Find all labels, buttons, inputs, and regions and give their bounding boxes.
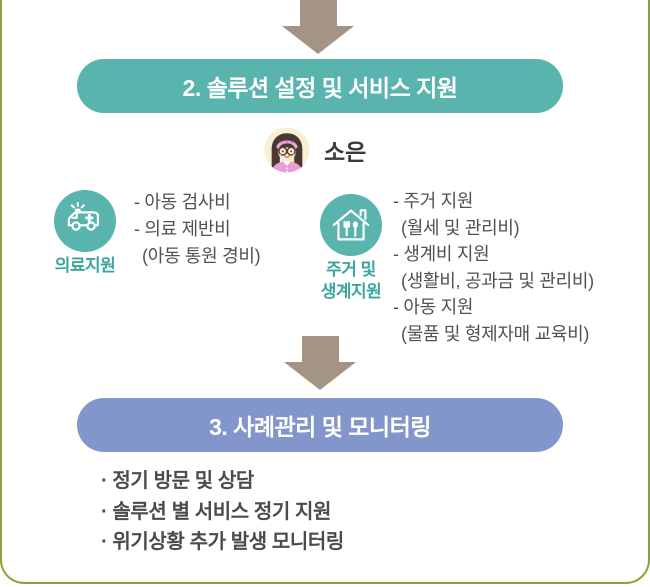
monitoring-bullet: · 솔루션 별 서비스 정기 지원 [101,500,332,523]
monitoring-bullet: · 정기 방문 및 상담 [101,470,254,492]
person-row: 소은 [264,127,366,173]
medical-support-items: - 아동 검사비 - 의료 제반비 (아동 통원 경비) [134,189,261,270]
step3-banner: 3. 사례관리 및 모니터링 [77,398,563,452]
ambulance-icon [54,190,116,252]
housing-item: - 주거 지원 [393,191,474,211]
down-arrow-stem [301,336,339,362]
step2-banner-title: 2. 솔루션 설정 및 서비스 지원 [182,75,458,101]
medical-support-group: 의료지원 [48,190,122,277]
housing-item: - 아동 지원 [393,297,474,317]
housing-support-label: 주거 및 생계지원 [320,260,382,301]
girl-avatar-icon [264,127,310,173]
housing-item-detail: (물품 및 형제자매 교육비) [401,323,590,344]
housing-item-detail: (생활비, 공과금 및 관리비) [401,270,594,291]
down-arrow-icon [284,336,356,390]
down-arrow-icon [282,0,354,54]
medical-support-label: 의료지원 [54,256,116,275]
housing-support-items: - 주거 지원 (월세 및 관리비) - 생계비 지원 (생활비, 공과금 및 … [393,188,594,347]
down-arrow-stem [299,0,337,26]
down-arrow-head [284,362,356,390]
house-meal-icon [320,194,382,256]
step2-banner: 2. 솔루션 설정 및 서비스 지원 [77,59,563,113]
monitoring-bullet-list: · 정기 방문 및 상담 · 솔루션 별 서비스 정기 지원 · 위기상황 추가… [101,466,344,558]
person-name: 소은 [324,139,367,165]
monitoring-bullet: · 위기상황 추가 발생 모니터링 [101,531,344,553]
housing-item: - 생계비 지원 [393,244,490,264]
down-arrow-head [282,26,354,54]
step3-banner-title: 3. 사례관리 및 모니터링 [209,414,431,440]
medical-item: - 아동 검사비 [134,192,231,212]
medical-item-detail: (아동 통원 경비) [142,246,261,266]
housing-support-group: 주거 및 생계지원 [314,194,388,303]
medical-item: - 의료 제반비 [134,219,231,239]
housing-item-detail: (월세 및 관리비) [401,217,520,238]
